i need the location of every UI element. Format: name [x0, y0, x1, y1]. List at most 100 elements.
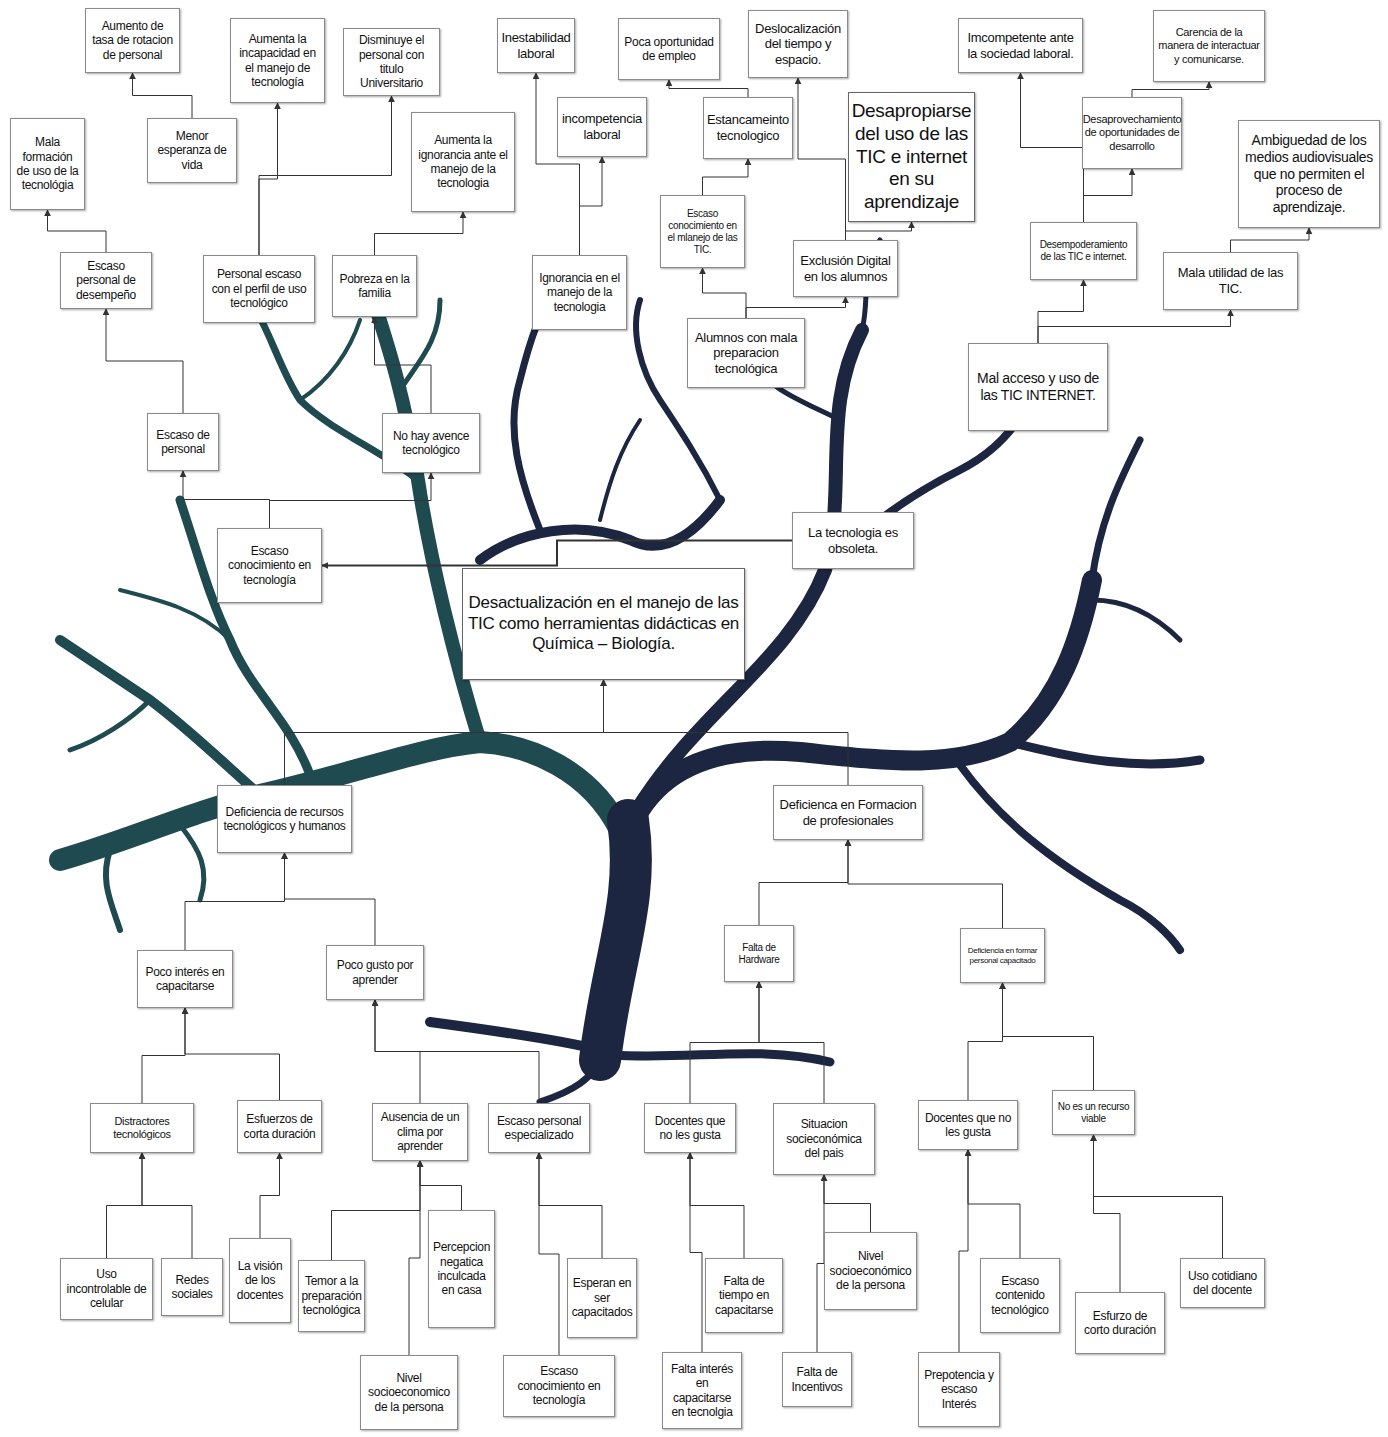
cause-effect-box: Docentes que no les gusta [918, 1100, 1018, 1150]
connector-arrow [322, 541, 792, 566]
box-text: Ausencia de un clima por aprender [377, 1110, 463, 1153]
cause-effect-box: Personal escaso con el perfil de uso tec… [203, 255, 315, 323]
box-text: Falta de tiempo en capacitarse [710, 1274, 778, 1317]
connector-arrow [959, 1150, 968, 1352]
cause-effect-box: Deslocalización del tiempo y espacio. [748, 10, 848, 78]
cause-effect-box: Esfuerzos de corta duración [237, 1100, 322, 1153]
box-text: Exclusión Digital en los alumnos [798, 253, 893, 284]
box-text: Esfuerzos de corta duración [242, 1112, 317, 1141]
connector-arrow [106, 309, 183, 413]
box-text: Poco gusto por aprender [331, 958, 419, 987]
cause-effect-box: Escaso conocimiento en el mlanejo de las… [660, 195, 745, 268]
connector-arrow [1084, 169, 1133, 222]
cause-effect-box: Situacion socieconómica del pais [773, 1103, 875, 1175]
connector-arrow [580, 157, 603, 255]
cause-effect-box: Esfurzo de corto duración [1075, 1292, 1165, 1354]
box-text: Personal escaso con el perfil de uso tec… [208, 267, 310, 310]
connector-arrow [1132, 82, 1209, 97]
box-text: Ambiguedad de los medios audiovisuales q… [1243, 132, 1375, 216]
connector-arrow [183, 471, 270, 528]
box-text: Mala formación de uso de la tecnológia [15, 135, 80, 193]
cause-effect-box: Mal acceso y uso de las TIC INTERNET. [968, 343, 1108, 431]
cause-effect-box: Inestabilidad laboral [497, 18, 575, 73]
connector-arrow [409, 1161, 420, 1355]
box-text: Uso incontrolable de celular [65, 1267, 148, 1310]
cause-effect-box: Deficienca en Formacion de profesionales [773, 785, 923, 840]
box-text: Docentes que no les gusta [923, 1111, 1013, 1140]
connector-arrow [690, 1153, 744, 1258]
cause-effect-box: Docentes que no les gusta [644, 1103, 736, 1153]
box-text: Imcompetente ante la sociedad laboral. [963, 30, 1078, 61]
box-text: Escaso conocimiento en tecnología [222, 544, 317, 587]
cause-effect-box: Percepcion negatica inculcada en casa [428, 1210, 495, 1328]
cause-effect-box: incompetencia laboral [557, 97, 647, 157]
box-text: Pobreza en la familia [337, 272, 412, 301]
connector-arrow [746, 297, 846, 318]
connector-arrow [107, 1153, 143, 1258]
cause-effect-box: Carencia de la manera de interactuar y c… [1153, 10, 1265, 82]
box-text: Mala utilidad de las TIC. [1168, 265, 1293, 296]
connector-arrow [48, 210, 107, 252]
box-text: Deslocalización del tiempo y espacio. [753, 21, 843, 68]
box-text: No hay avence tecnológico [387, 429, 475, 458]
cause-effect-box: Distractores tecnológicos [90, 1103, 194, 1153]
box-text: Disminuye el personal con titulo Univers… [348, 33, 435, 91]
connector-arrow [759, 840, 848, 925]
box-text: Menor esperanza de vida [152, 129, 232, 172]
box-text: Mal acceso y uso de las TIC INTERNET. [973, 370, 1103, 404]
cause-effect-box: Escaso contenido tecnológico [980, 1258, 1060, 1333]
connector-arrow [968, 1150, 1020, 1258]
cause-effect-box: Uso incontrolable de celular [60, 1258, 153, 1320]
box-text: Falta de Incentivos [787, 1365, 847, 1394]
cause-effect-box: Mala utilidad de las TIC. [1163, 252, 1298, 310]
cause-effect-box: Mala formación de uso de la tecnológia [10, 118, 85, 210]
cause-effect-box: Escaso de personal [147, 413, 219, 471]
cause-effect-box: Estancameinto tecnologico [703, 97, 793, 159]
connector-arrow [968, 983, 1003, 1100]
box-text: Escaso de personal [152, 428, 214, 457]
box-text: Esperan en ser capacitados [572, 1276, 633, 1319]
cause-effect-box: Temor a la preparación tecnológica [298, 1260, 365, 1332]
box-text: Escaso personal de desempeño [65, 259, 147, 302]
box-text: Carencia de la manera de interactuar y c… [1158, 26, 1260, 66]
cause-effect-box: Poca oportunidad de empleo [618, 18, 720, 80]
cause-effect-box: Aumenta la incapacidad en el manejo de t… [230, 18, 325, 103]
box-text: Redes sociales [166, 1273, 218, 1302]
connector-arrow [185, 1008, 280, 1100]
connector-arrow [270, 473, 432, 528]
connector-arrow [133, 73, 193, 118]
cause-effect-box: Poco interés en capacitarse [137, 950, 233, 1008]
box-text: Esfurzo de corto duración [1080, 1309, 1160, 1338]
box-text: Desapropiarse del uso de las TIC e inter… [852, 100, 972, 214]
box-text: Poco interés en capacitarse [142, 965, 228, 994]
box-text: Docentes que no les gusta [649, 1114, 731, 1143]
connector-arrow [375, 1000, 539, 1103]
cause-effect-box: Pobreza en la familia [332, 255, 417, 317]
connector-arrow [185, 853, 285, 950]
connector-arrow [285, 680, 604, 785]
box-text: Escaso conocimiento en el mlanejo de las… [665, 208, 740, 256]
cause-effect-box: Falta de Hardware [724, 925, 794, 982]
box-text: Aumenta la ignorancia ante el manejo de … [416, 133, 510, 191]
cause-effect-box: La visión de los docentes [229, 1238, 291, 1323]
cause-effect-box: Desapropiarse del uso de las TIC e inter… [848, 92, 975, 222]
box-text: Desaprovechamiento de oportunidades de d… [1083, 113, 1182, 153]
problem-box: Desactualización en el manejo de las TIC… [462, 568, 745, 680]
connector-arrow [1038, 310, 1231, 343]
box-text: Nivel socioeconómico de la persona [829, 1249, 912, 1292]
cause-effect-box: Esperan en ser capacitados [567, 1258, 637, 1338]
box-text: Falta interés en capacitarse en tecnolgi… [667, 1362, 737, 1420]
box-text: Aumento de tasa de rotacion de personal [90, 19, 175, 62]
connector-arrow [259, 103, 278, 255]
cause-effect-box: Menor esperanza de vida [147, 118, 237, 183]
cause-effect-box: Aumento de tasa de rotacion de personal [85, 8, 180, 73]
connector-arrow [375, 212, 464, 255]
connector-arrow [260, 1153, 280, 1238]
connector-arrow [1021, 73, 1084, 222]
cause-effect-box: Nivel socioeconómico de la persona [824, 1232, 917, 1310]
cause-effect-box: Deficiencia de recursos tecnológicos y h… [217, 785, 352, 853]
cause-effect-box: Poco gusto por aprender [326, 945, 424, 1000]
connector-arrow [539, 1153, 602, 1258]
cause-effect-box: Deficiencia en formar personal capacitad… [960, 928, 1045, 983]
connector-arrow [259, 96, 392, 255]
